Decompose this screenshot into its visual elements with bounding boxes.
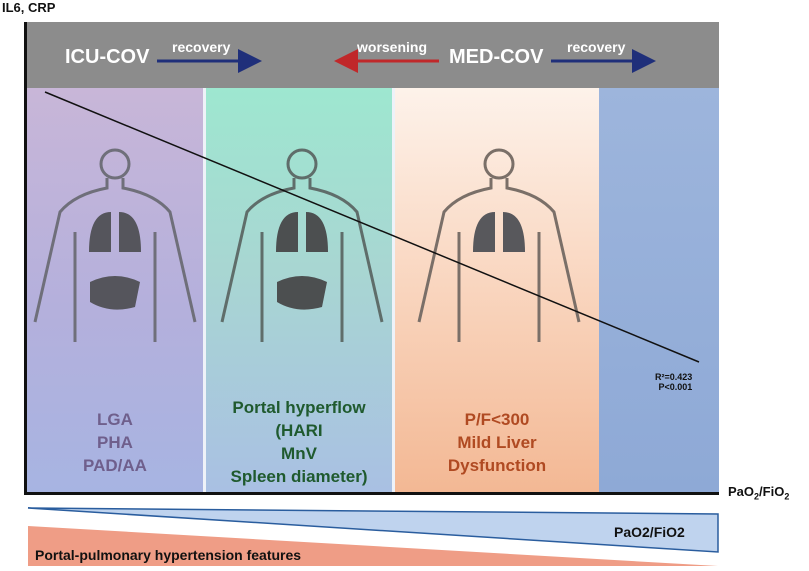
lungs-icon (473, 212, 525, 252)
phase-header: ICU-COV recovery worsening MED-COV recov… (27, 22, 719, 88)
band2-text: Portal hyperflow (HARI MnV Spleen diamet… (230, 398, 368, 486)
regression-line (44, 91, 700, 363)
pao-fio2-bar-label: PaO2/FiO2 (614, 524, 685, 540)
human-silhouette-icon (417, 148, 581, 342)
liver-icon (277, 276, 327, 310)
worsening-label: worsening (357, 39, 428, 55)
band-divider (392, 88, 395, 492)
band1-text: LGA PHA PAD/AA (83, 410, 147, 475)
human-silhouette-icon (33, 148, 197, 342)
diagram-plot-area: ICU-COV recovery worsening MED-COV recov… (24, 22, 719, 495)
phase-arrows (157, 49, 656, 73)
med-cov-label: MED-COV (449, 46, 544, 68)
band-divider (203, 88, 206, 492)
band-med (395, 88, 599, 492)
band-recovery (599, 88, 719, 492)
y-axis-label: IL6, CRP (2, 0, 56, 15)
recovery-right-label: recovery (567, 39, 626, 55)
liver-icon (90, 276, 140, 310)
recovery-left-label: recovery (172, 39, 231, 55)
portal-hypertension-label: Portal-pulmonary hypertension features (35, 547, 302, 563)
lungs-icon (276, 212, 328, 252)
x-axis-label: PaO2/FiO2 (728, 484, 790, 502)
portal-hypertension-wedge (28, 526, 718, 566)
band3-text: P/F<300 Mild Liver Dysfunction (447, 410, 547, 475)
regression-stats: R²=0.423 P<0.001 (655, 372, 693, 392)
bottom-wedges (27, 507, 719, 566)
human-figures (33, 91, 700, 363)
pao-fio2-wedge (27, 507, 719, 553)
icu-cov-label: ICU-COV (65, 46, 150, 68)
human-silhouette-icon (220, 148, 384, 342)
lungs-icon (89, 212, 141, 252)
